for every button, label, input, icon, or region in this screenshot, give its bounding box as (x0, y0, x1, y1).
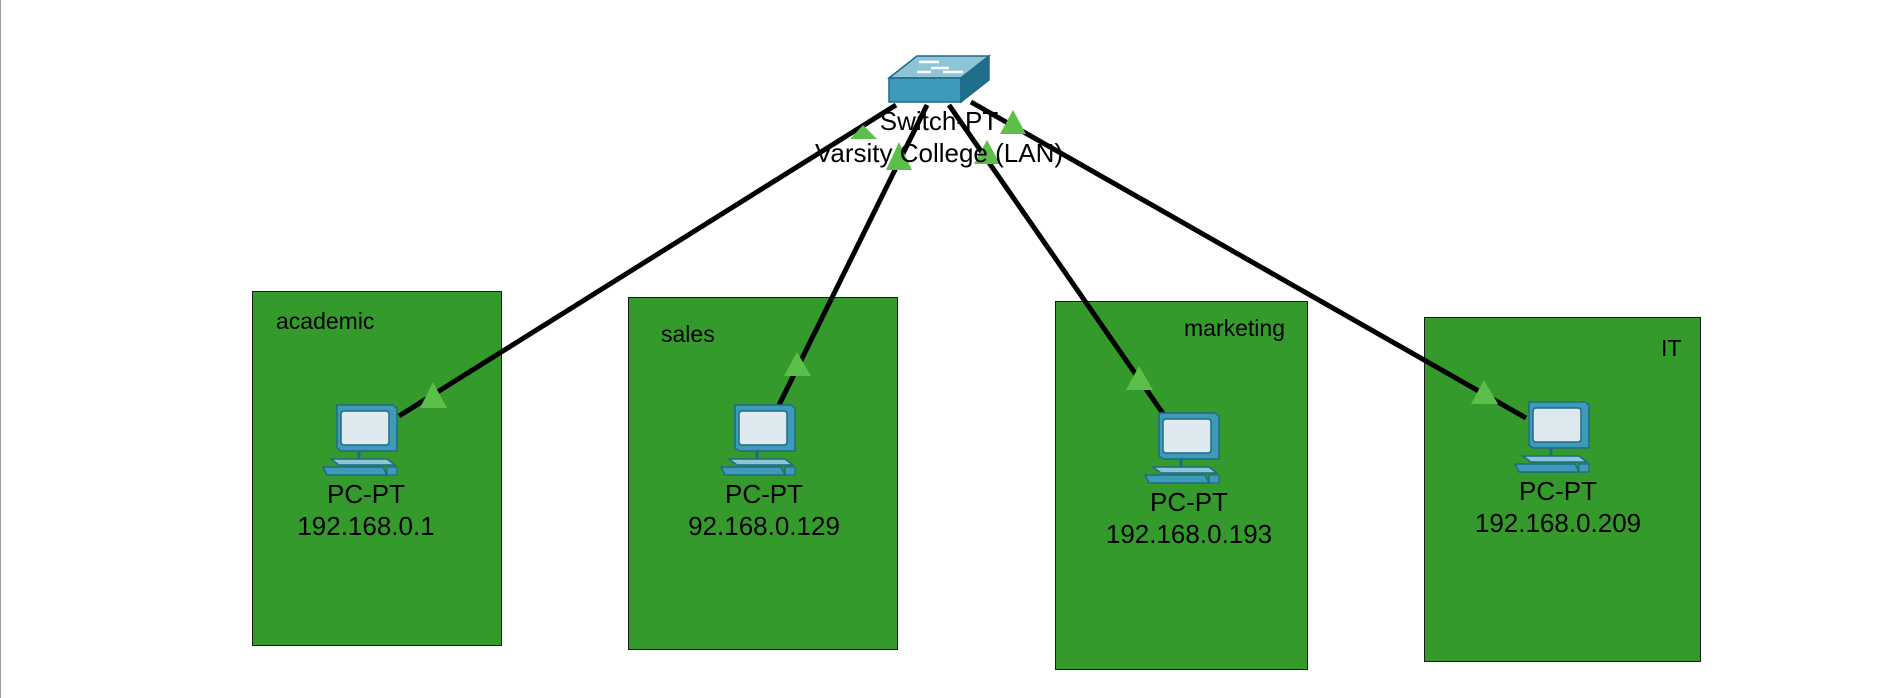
link-academic[interactable] (397, 102, 898, 419)
switch-icon[interactable] (887, 52, 991, 106)
area-it (1424, 317, 1701, 662)
pc-model-label-sales: PC-PT (725, 479, 803, 509)
area-label-marketing: marketing (1184, 315, 1285, 341)
link-light-marketing (1126, 366, 1153, 390)
link-light-switch-sales (886, 142, 912, 170)
pc-model-label-it: PC-PT (1519, 476, 1597, 506)
pc-icon-it[interactable] (1513, 400, 1603, 474)
link-light-switch-academic (850, 125, 877, 139)
area-label-sales: sales (661, 321, 715, 347)
pc-icon-academic[interactable] (321, 403, 411, 477)
pc-model-label-marketing: PC-PT (1150, 487, 1228, 517)
pc-icon-sales[interactable] (719, 403, 809, 477)
switch-name-label: Varsity College (LAN) (814, 138, 1064, 168)
link-light-academic (420, 382, 447, 408)
area-label-academic: academic (276, 308, 375, 334)
pc-ip-label-sales: 92.168.0.129 (688, 511, 840, 541)
area-label-it: IT (1661, 335, 1682, 361)
link-light-switch-it (1000, 110, 1026, 134)
link-it[interactable] (969, 99, 1528, 421)
switch-model-label: Switch-PT (879, 106, 999, 136)
pc-ip-label-marketing: 192.168.0.193 (1105, 519, 1273, 549)
area-marketing (1055, 301, 1308, 670)
link-light-switch-marketing (974, 140, 1000, 164)
pc-ip-label-academic: 192.168.0.1 (297, 511, 435, 541)
link-light-it (1471, 380, 1498, 404)
link-light-sales (784, 352, 811, 376)
pc-model-label-academic: PC-PT (327, 479, 405, 509)
pc-icon-marketing[interactable] (1143, 411, 1233, 485)
pc-ip-label-it: 192.168.0.209 (1474, 508, 1642, 538)
